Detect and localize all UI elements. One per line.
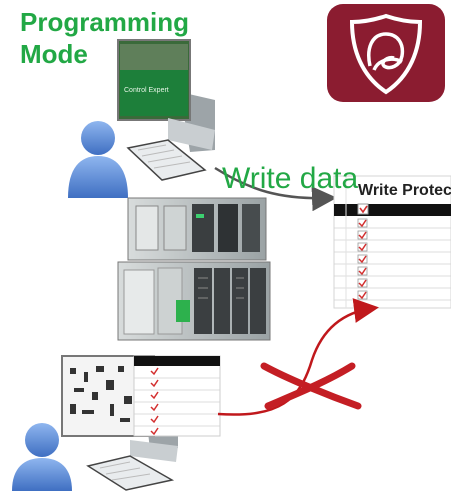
table-row-checkbox xyxy=(357,278,368,288)
table-row-checkbox xyxy=(357,266,368,276)
table-row-checkbox xyxy=(357,218,368,228)
top-keyboard-icon xyxy=(126,139,207,181)
mode-title-line1: Programming xyxy=(20,7,190,37)
bottom-keyboard-icon xyxy=(86,455,175,491)
table-row-checkbox xyxy=(357,203,369,215)
table-row-checkbox xyxy=(357,242,368,252)
plc-controller-bottom-icon xyxy=(117,261,271,341)
blocked-write-arrow xyxy=(217,298,379,416)
write-protect-table-header: Write Protect xyxy=(358,182,451,199)
programming-mode-title: Programming Mode xyxy=(20,6,189,70)
write-data-label: Write data xyxy=(222,162,359,195)
table-row-checkbox xyxy=(357,230,368,240)
bottom-computer-monitor-icon xyxy=(61,355,221,462)
bottom-user-icon xyxy=(12,423,72,491)
top-computer-monitor-icon: Control Expert xyxy=(117,39,215,152)
mode-title-line2: Mode xyxy=(20,39,88,69)
cross-mark-icon xyxy=(260,362,362,410)
plc-controller-top-icon xyxy=(127,197,267,261)
bottom-monitor-table xyxy=(133,355,221,437)
top-user-icon xyxy=(68,121,128,198)
write-arrow xyxy=(214,166,337,212)
write-protect-badge-icon xyxy=(327,4,445,102)
write-protect-table xyxy=(333,175,451,309)
table-row-checkbox xyxy=(357,254,368,264)
svg-text:Control Expert: Control Expert xyxy=(124,87,169,94)
